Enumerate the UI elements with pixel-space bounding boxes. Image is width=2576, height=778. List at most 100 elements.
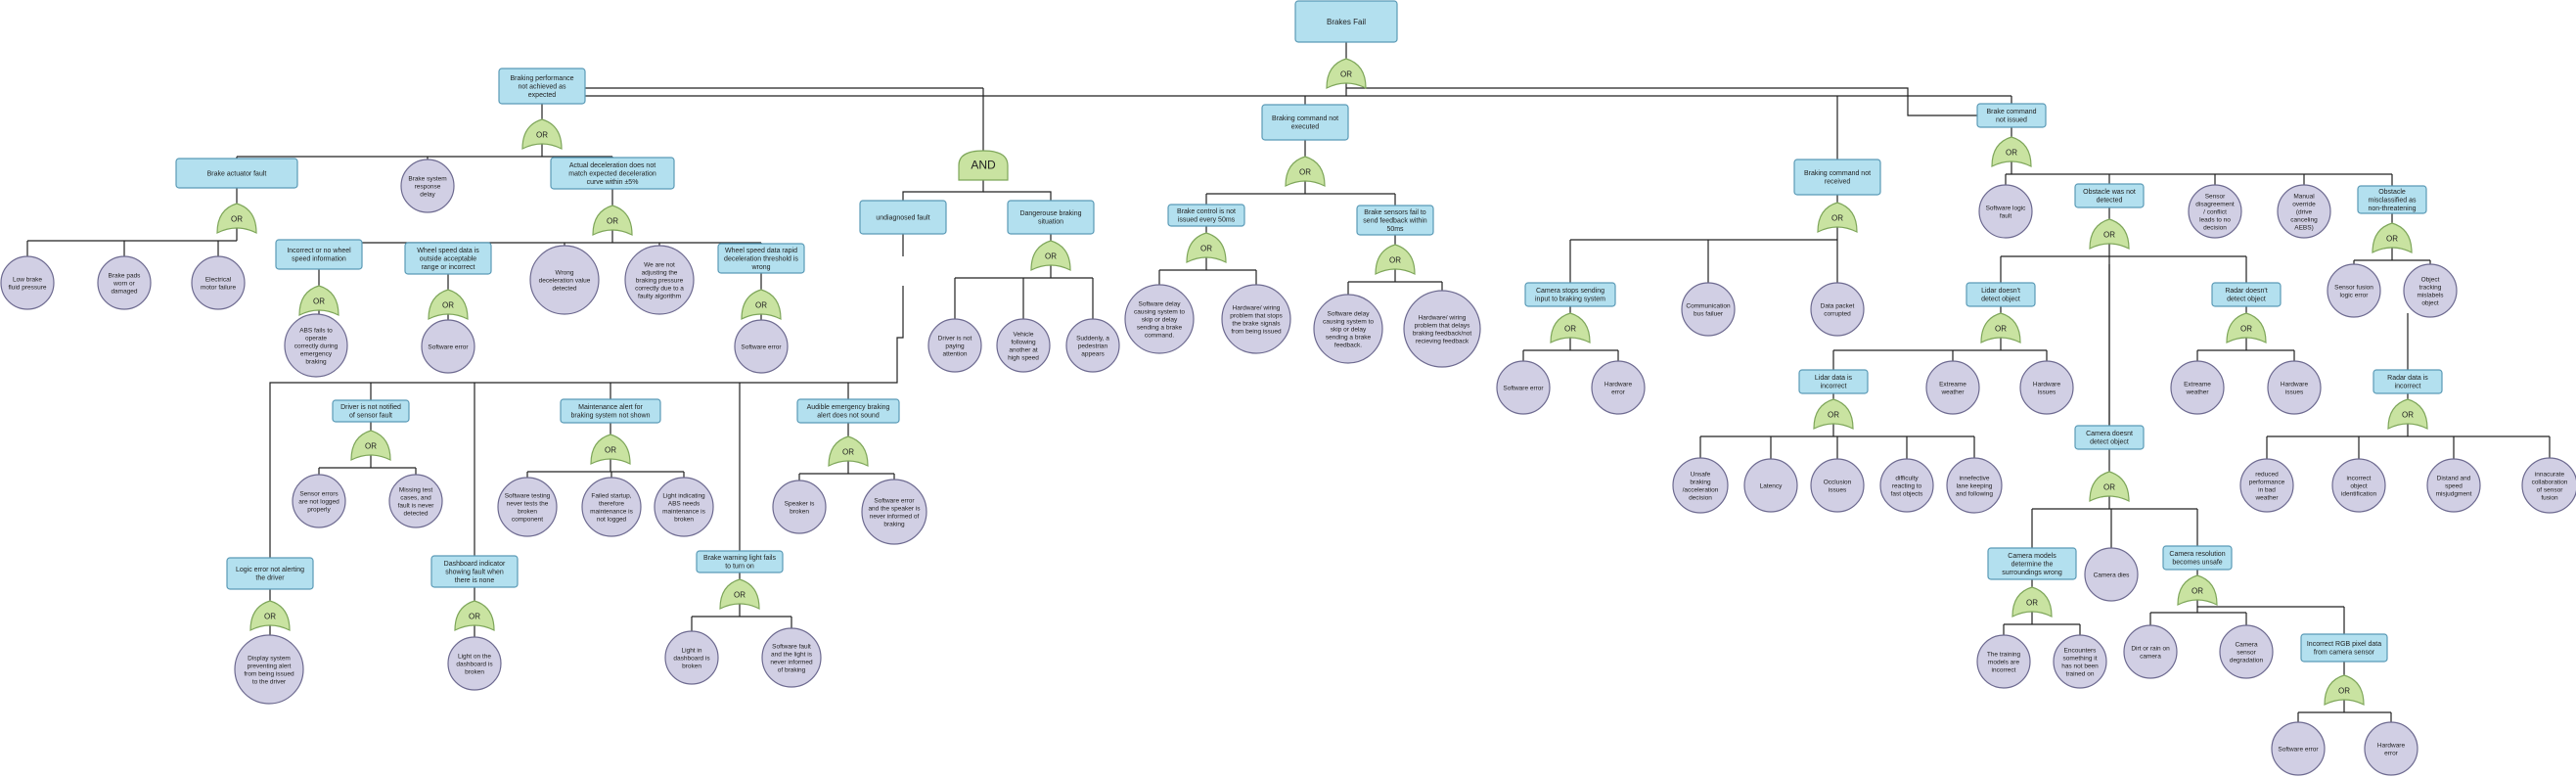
node-label: therefore	[599, 500, 624, 507]
or-gate: OR	[2011, 586, 2053, 618]
node-label: fusion	[2541, 494, 2558, 501]
node-label: issued every 50ms	[1178, 217, 1236, 224]
node-label: degradation	[2230, 657, 2264, 664]
or-gate: OR	[2324, 674, 2365, 706]
or-gate: OR	[298, 285, 339, 316]
node-label: fast objects	[1891, 490, 1924, 497]
node-label: and the speaker is	[868, 505, 921, 512]
node-label: there is none	[455, 577, 495, 584]
node-label: Object	[2421, 276, 2440, 283]
node-label: Hardware	[2281, 381, 2309, 388]
node-label: maintenance is	[590, 508, 633, 515]
node-label: Sensor fusion	[2334, 284, 2373, 291]
or-gate: OR	[592, 205, 633, 236]
node-label: broken	[674, 516, 694, 523]
node-label: executed	[1291, 124, 1320, 131]
node-label: override	[2292, 201, 2316, 207]
node-label: Wrong	[555, 269, 573, 276]
or-gate-label: OR	[755, 301, 767, 310]
node-label: Speaker is	[785, 500, 815, 507]
node-label: cases, and	[400, 494, 431, 501]
or-gate: OR	[454, 600, 495, 631]
node-label: Brakes Fail	[1327, 18, 1366, 26]
node-label: received	[1825, 179, 1851, 186]
node-label: another at	[1009, 346, 1037, 353]
node-label: Brake command	[1987, 109, 2037, 115]
node-label: Maintenance alert for	[578, 404, 643, 411]
node-label: becomes unsafe	[2172, 560, 2222, 567]
node-label: send feedback within	[1363, 217, 1426, 224]
node-label: collaboration	[2532, 479, 2568, 485]
node-label: are not logged	[298, 498, 339, 505]
node-label: corrupted	[1824, 310, 1851, 317]
or-gate: OR	[1991, 136, 2032, 167]
or-gate-label: OR	[2338, 687, 2350, 696]
node-label: detected	[2097, 198, 2123, 205]
node-label: issues	[1829, 486, 1847, 493]
node-label: undiagnosed fault	[876, 214, 929, 221]
or-gate: OR	[350, 430, 391, 461]
node-label: Dangerouse braking	[1019, 210, 1081, 217]
node-label: recieving feedback	[1416, 338, 1469, 344]
node-label: incorrect	[2347, 475, 2372, 481]
node-label: logic error	[2340, 292, 2370, 298]
node-label: from being issued	[1231, 328, 1282, 335]
node-label: broken	[682, 663, 701, 669]
or-gate: OR	[2226, 312, 2267, 343]
node-label: Brake pads	[109, 272, 142, 279]
node-label: has not been	[2061, 663, 2099, 669]
or-gate-label: OR	[2402, 411, 2414, 420]
node-label: Suddenly, a	[1076, 335, 1109, 342]
node-label: sending a brake	[1326, 334, 1372, 341]
node-label: Dashboard indicator	[444, 561, 506, 568]
node-label: incorrect	[2395, 384, 2421, 390]
or-gate: OR	[521, 118, 563, 150]
node-label: not achieved as	[518, 83, 566, 90]
connector-line	[269, 286, 904, 558]
node-label: in bad	[2258, 486, 2276, 493]
basic-event-b6: Software error	[421, 319, 475, 374]
node-label: preventing alert	[248, 663, 292, 669]
node-label: Software testing	[505, 492, 551, 499]
or-gate: OR	[1980, 312, 2021, 343]
or-gate: OR	[1186, 232, 1227, 263]
node-label: input to braking system	[1535, 297, 1605, 303]
node-label: paying	[945, 343, 965, 349]
or-gate-label: OR	[1995, 325, 2007, 334]
or-gate-label: OR	[469, 613, 480, 621]
node-label: models are	[1988, 659, 2020, 665]
node-label: Low brake	[13, 276, 42, 283]
node-label: detect object	[1981, 297, 2020, 303]
event-e4: Brake command not issued	[1976, 103, 2047, 128]
node-label: not issued	[1996, 117, 2027, 124]
node-label: / conflict	[2203, 208, 2227, 215]
node-label: detect object	[2227, 297, 2266, 303]
node-label: broken	[518, 508, 537, 515]
or-gate: OR	[2089, 218, 2130, 250]
basic-event-b24: Latency	[1743, 458, 1798, 513]
or-gate: OR	[216, 203, 257, 234]
node-label: problem that delays	[1415, 322, 1470, 329]
node-label: braking pressure	[636, 277, 684, 284]
node-label: outside acceptable	[420, 255, 476, 262]
node-label: Incorrect RGB pixel data	[2307, 641, 2381, 648]
or-gate: OR	[1813, 398, 1854, 430]
node-label: Hardware	[2033, 381, 2061, 388]
